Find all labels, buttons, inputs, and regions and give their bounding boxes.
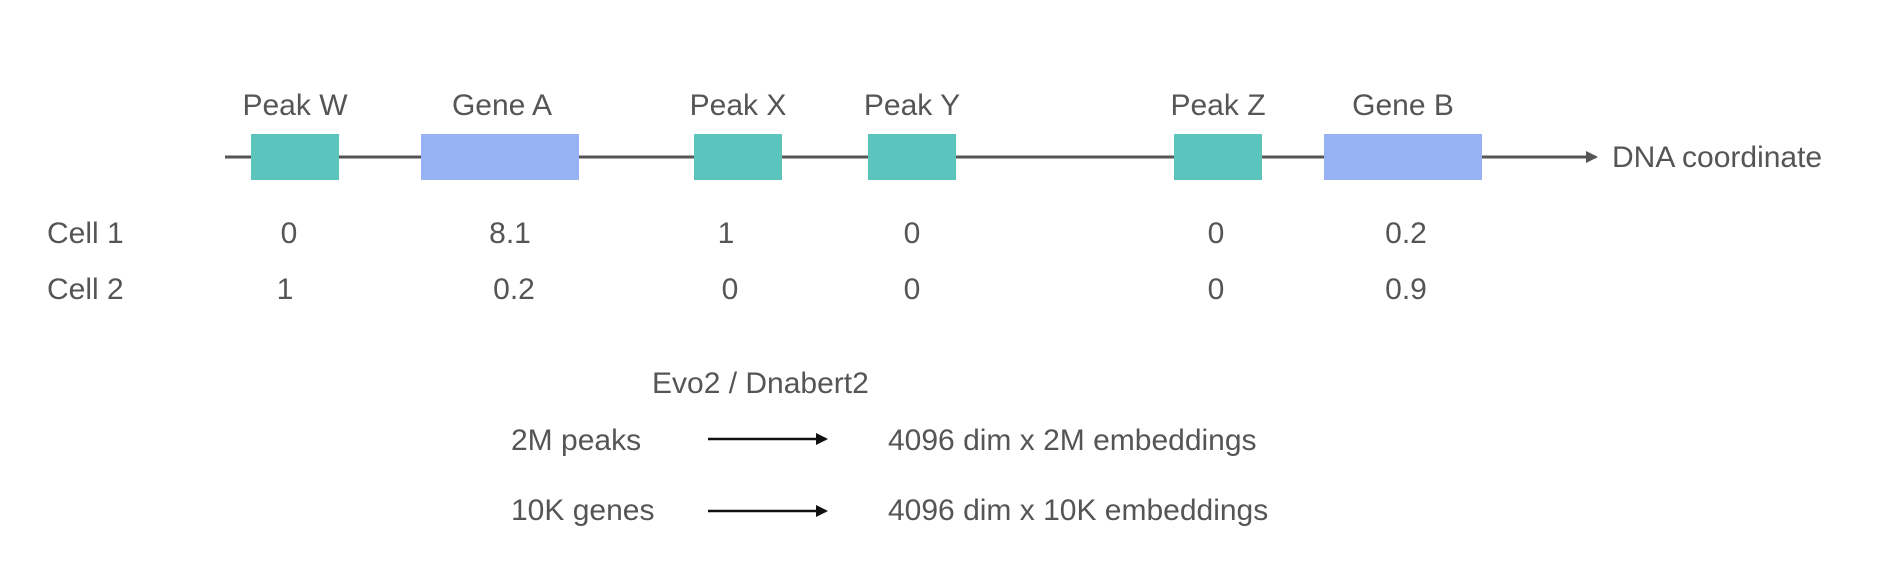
- cell-1-peak-z-value: 0: [1207, 217, 1225, 250]
- genes-output-label: 4096 dim x 10K embeddings: [888, 494, 1269, 527]
- peak-y-label: Peak Y: [863, 89, 961, 122]
- cell-1-peak-x-value: 1: [717, 217, 735, 250]
- cell-2-peak-x-value: 0: [721, 273, 739, 306]
- gene-a-box: [421, 134, 579, 180]
- gene-a-label: Gene A: [451, 89, 553, 122]
- cell-2-gene-a-value: 0.2: [493, 273, 535, 306]
- peak-x-box: [694, 134, 782, 180]
- cell-1-gene-a-value: 8.1: [489, 217, 531, 250]
- peak-w-label: Peak W: [242, 89, 348, 122]
- gene-b-label: Gene B: [1352, 89, 1454, 122]
- cell-2-gene-b-value: 0.9: [1385, 273, 1427, 306]
- peaks-input-label: 2M peaks: [511, 424, 642, 457]
- cell-1-peak-y-value: 0: [903, 217, 921, 250]
- cell-2-peak-z-value: 0: [1207, 273, 1225, 306]
- cell-2-peak-y-value: 0: [903, 273, 921, 306]
- peak-y-box: [868, 134, 956, 180]
- cell-1-peak-w-value: 0: [280, 217, 298, 250]
- axis-label: DNA coordinate: [1612, 141, 1823, 174]
- cell-2-peak-w-value: 1: [276, 273, 294, 306]
- cell-1-label: Cell 1: [47, 217, 124, 250]
- cell-2-label: Cell 2: [47, 273, 124, 306]
- peak-z-box: [1174, 134, 1262, 180]
- embedding-model-label: Evo2 / Dnabert2: [652, 367, 869, 400]
- peak-z-label: Peak Z: [1170, 89, 1266, 122]
- peaks-output-label: 4096 dim x 2M embeddings: [888, 424, 1257, 457]
- cell-1-gene-b-value: 0.2: [1385, 217, 1427, 250]
- peak-w-box: [251, 134, 339, 180]
- peak-x-label: Peak X: [689, 89, 787, 122]
- gene-b-box: [1324, 134, 1482, 180]
- genes-input-label: 10K genes: [511, 494, 655, 527]
